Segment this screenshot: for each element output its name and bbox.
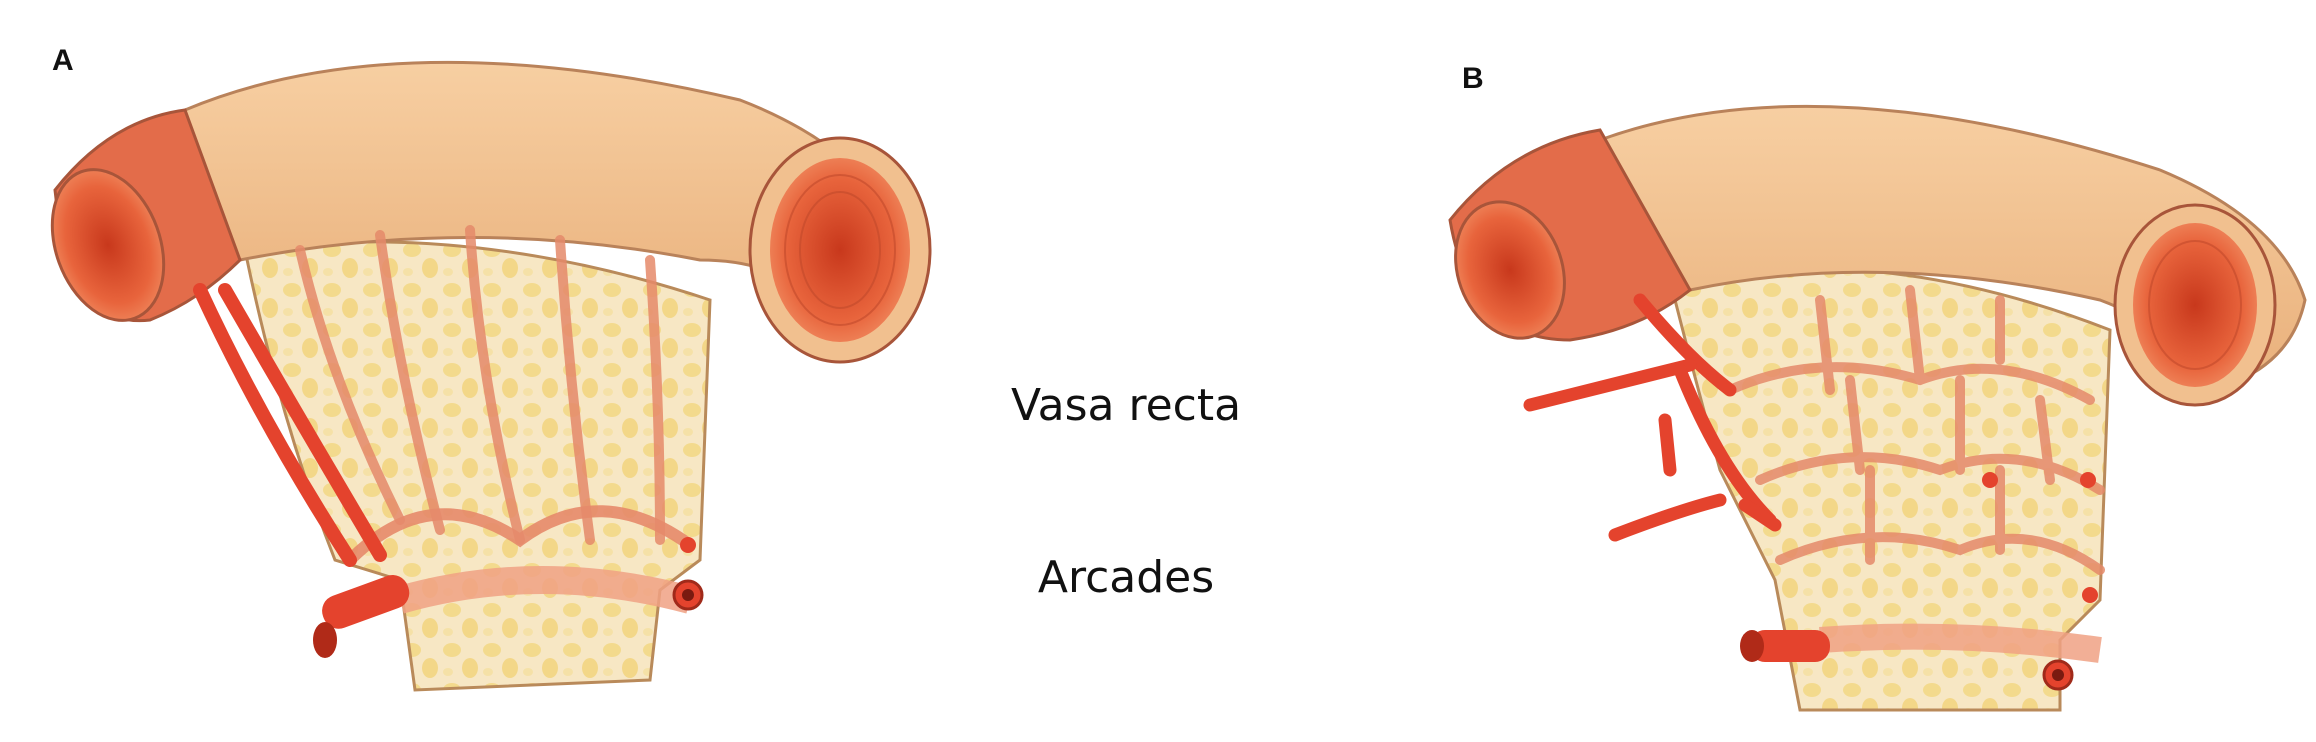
- mesenteric-artery-a: [193, 283, 387, 567]
- arcade-band-a: [396, 566, 694, 614]
- ileum-illustration: [1448, 104, 2307, 712]
- mesenteric-artery-b: [1523, 293, 1782, 542]
- jejunum-illustration: [50, 60, 932, 692]
- arcade-band-b: [1819, 623, 2102, 663]
- arcade-a: [345, 505, 694, 565]
- vasa-recta-label: Vasa recta: [1010, 380, 1242, 431]
- arcades-b: [1725, 285, 2105, 575]
- vasa-recta-a: [295, 225, 665, 545]
- panel-label-a: A: [52, 44, 74, 77]
- panel-label-b: B: [1462, 62, 1484, 95]
- arcades-label: Arcades: [1037, 552, 1215, 603]
